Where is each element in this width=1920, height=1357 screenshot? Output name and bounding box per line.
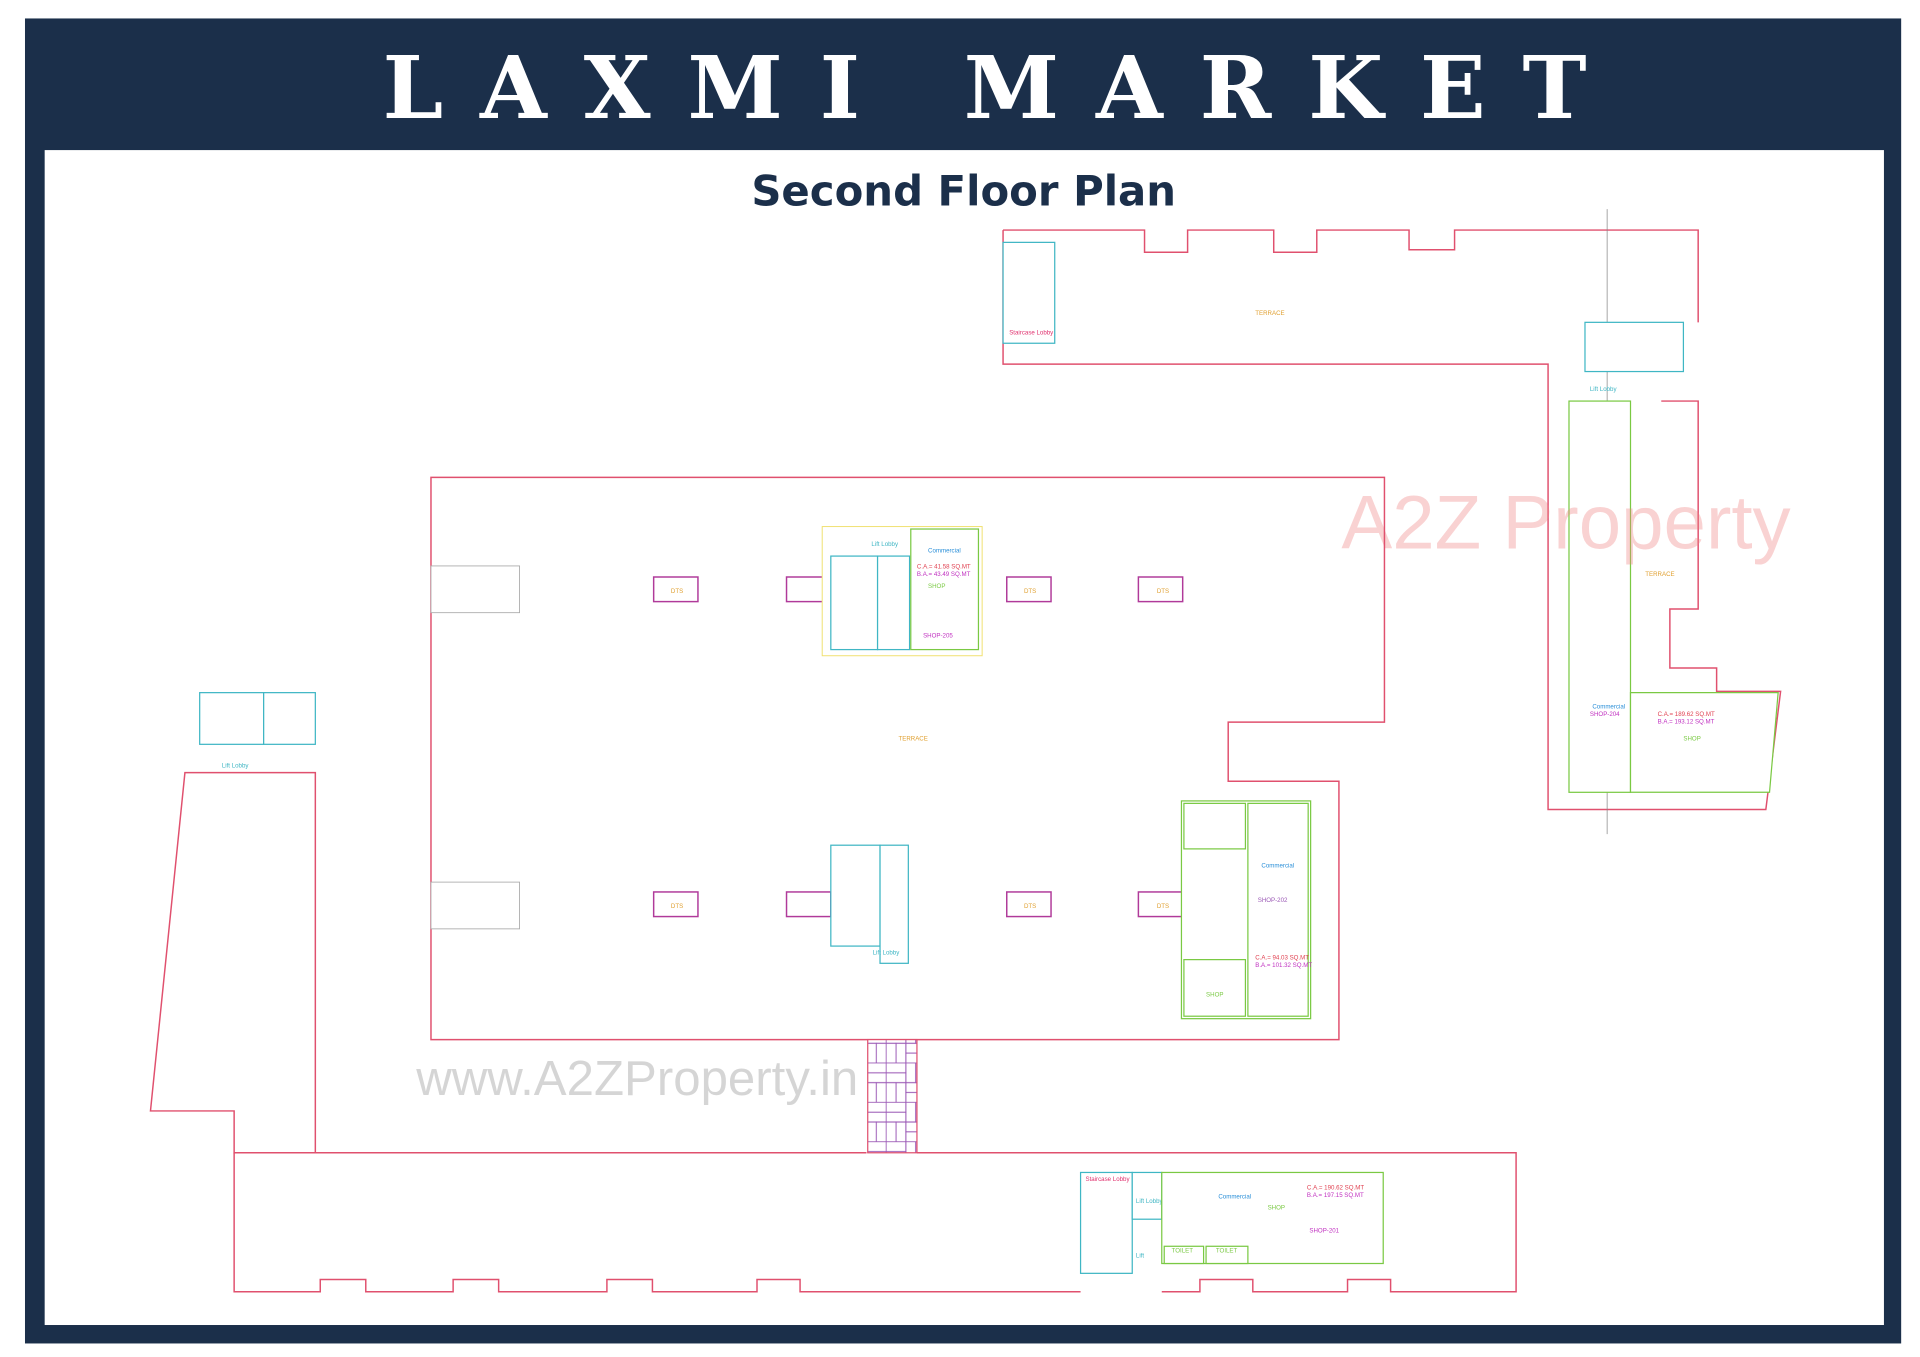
- shop-label: SHOP: [1268, 1204, 1285, 1211]
- shop-label: SHOP: [1206, 992, 1223, 999]
- shop-id: SHOP-202: [1258, 897, 1288, 904]
- svg-text:DTS: DTS: [671, 903, 683, 910]
- south-terrace: Staircase Lobby Lift Lobby Lift TOILET T…: [233, 1152, 1517, 1293]
- west-wing: Lift Lobby: [149, 692, 317, 1154]
- shop-label: SHOP: [928, 583, 945, 590]
- svg-text:DTS: DTS: [1157, 588, 1169, 595]
- svg-text:DTS: DTS: [1157, 903, 1169, 910]
- terrace-label: TERRACE: [898, 736, 927, 743]
- svg-text:TOILET: TOILET: [1216, 1247, 1238, 1254]
- lift-label: Lift: [1136, 1252, 1144, 1259]
- carpet-area: C.A.= 41.58 SQ.MT: [917, 563, 971, 570]
- shop-id: SHOP-205: [923, 632, 953, 639]
- lift-lobby-label: Lift Lobby: [222, 763, 250, 770]
- builtup-area: B.A.= 197.15 SQ.MT: [1307, 1192, 1364, 1199]
- lift-lobby-label: Lift Lobby: [1590, 386, 1618, 393]
- staircase-lobby-label: Staircase Lobby: [1009, 330, 1054, 337]
- commercial-label: Commercial: [1261, 862, 1294, 869]
- svg-text:TOILET: TOILET: [1172, 1247, 1194, 1254]
- shop-id: SHOP-204: [1590, 711, 1620, 718]
- lift-lobby-label: Lift Lobby: [873, 950, 901, 957]
- svg-text:DTS: DTS: [1024, 588, 1036, 595]
- builtup-area: B.A.= 43.49 SQ.MT: [917, 571, 971, 578]
- lift-lobby-label: Lift Lobby: [871, 541, 899, 548]
- central-terrace: TERRACE DTS DTS DTS DTS DTS DTS Lift Lob…: [430, 476, 1386, 1154]
- svg-text:DTS: DTS: [1024, 903, 1036, 910]
- page-title: LAXMI MARKET: [383, 38, 1624, 139]
- carpet-area: C.A.= 189.62 SQ.MT: [1658, 711, 1715, 718]
- builtup-area: B.A.= 101.32 SQ.MT: [1255, 962, 1312, 969]
- carpet-area: C.A.= 94.03 SQ.MT: [1255, 955, 1309, 962]
- dts-shafts: DTS DTS DTS DTS DTS DTS: [652, 576, 1184, 918]
- commercial-label: Commercial: [1218, 1193, 1251, 1200]
- watermark-url: www.A2ZProperty.in: [415, 1051, 858, 1106]
- lift-lobby-label: Lift Lobby: [1136, 1198, 1164, 1205]
- terrace-label: TERRACE: [1645, 571, 1674, 578]
- shop-id: SHOP-201: [1309, 1228, 1339, 1235]
- builtup-area: B.A.= 193.12 SQ.MT: [1658, 718, 1715, 725]
- staircase-lobby-label: Staircase Lobby: [1085, 1176, 1130, 1183]
- terrace-label: TERRACE: [1255, 310, 1284, 317]
- svg-text:DTS: DTS: [671, 588, 683, 595]
- page-subtitle: Second Floor Plan: [751, 166, 1176, 215]
- commercial-label: Commercial: [928, 547, 961, 554]
- shop-label: SHOP: [1683, 736, 1700, 743]
- north-terrace: Staircase Lobby TERRACE Lift Lobby TERRA…: [1002, 209, 1782, 835]
- watermark-logo: A2Z Property: [1341, 481, 1790, 566]
- commercial-label: Commercial: [1592, 704, 1625, 711]
- carpet-area: C.A.= 190.62 SQ.MT: [1307, 1185, 1364, 1192]
